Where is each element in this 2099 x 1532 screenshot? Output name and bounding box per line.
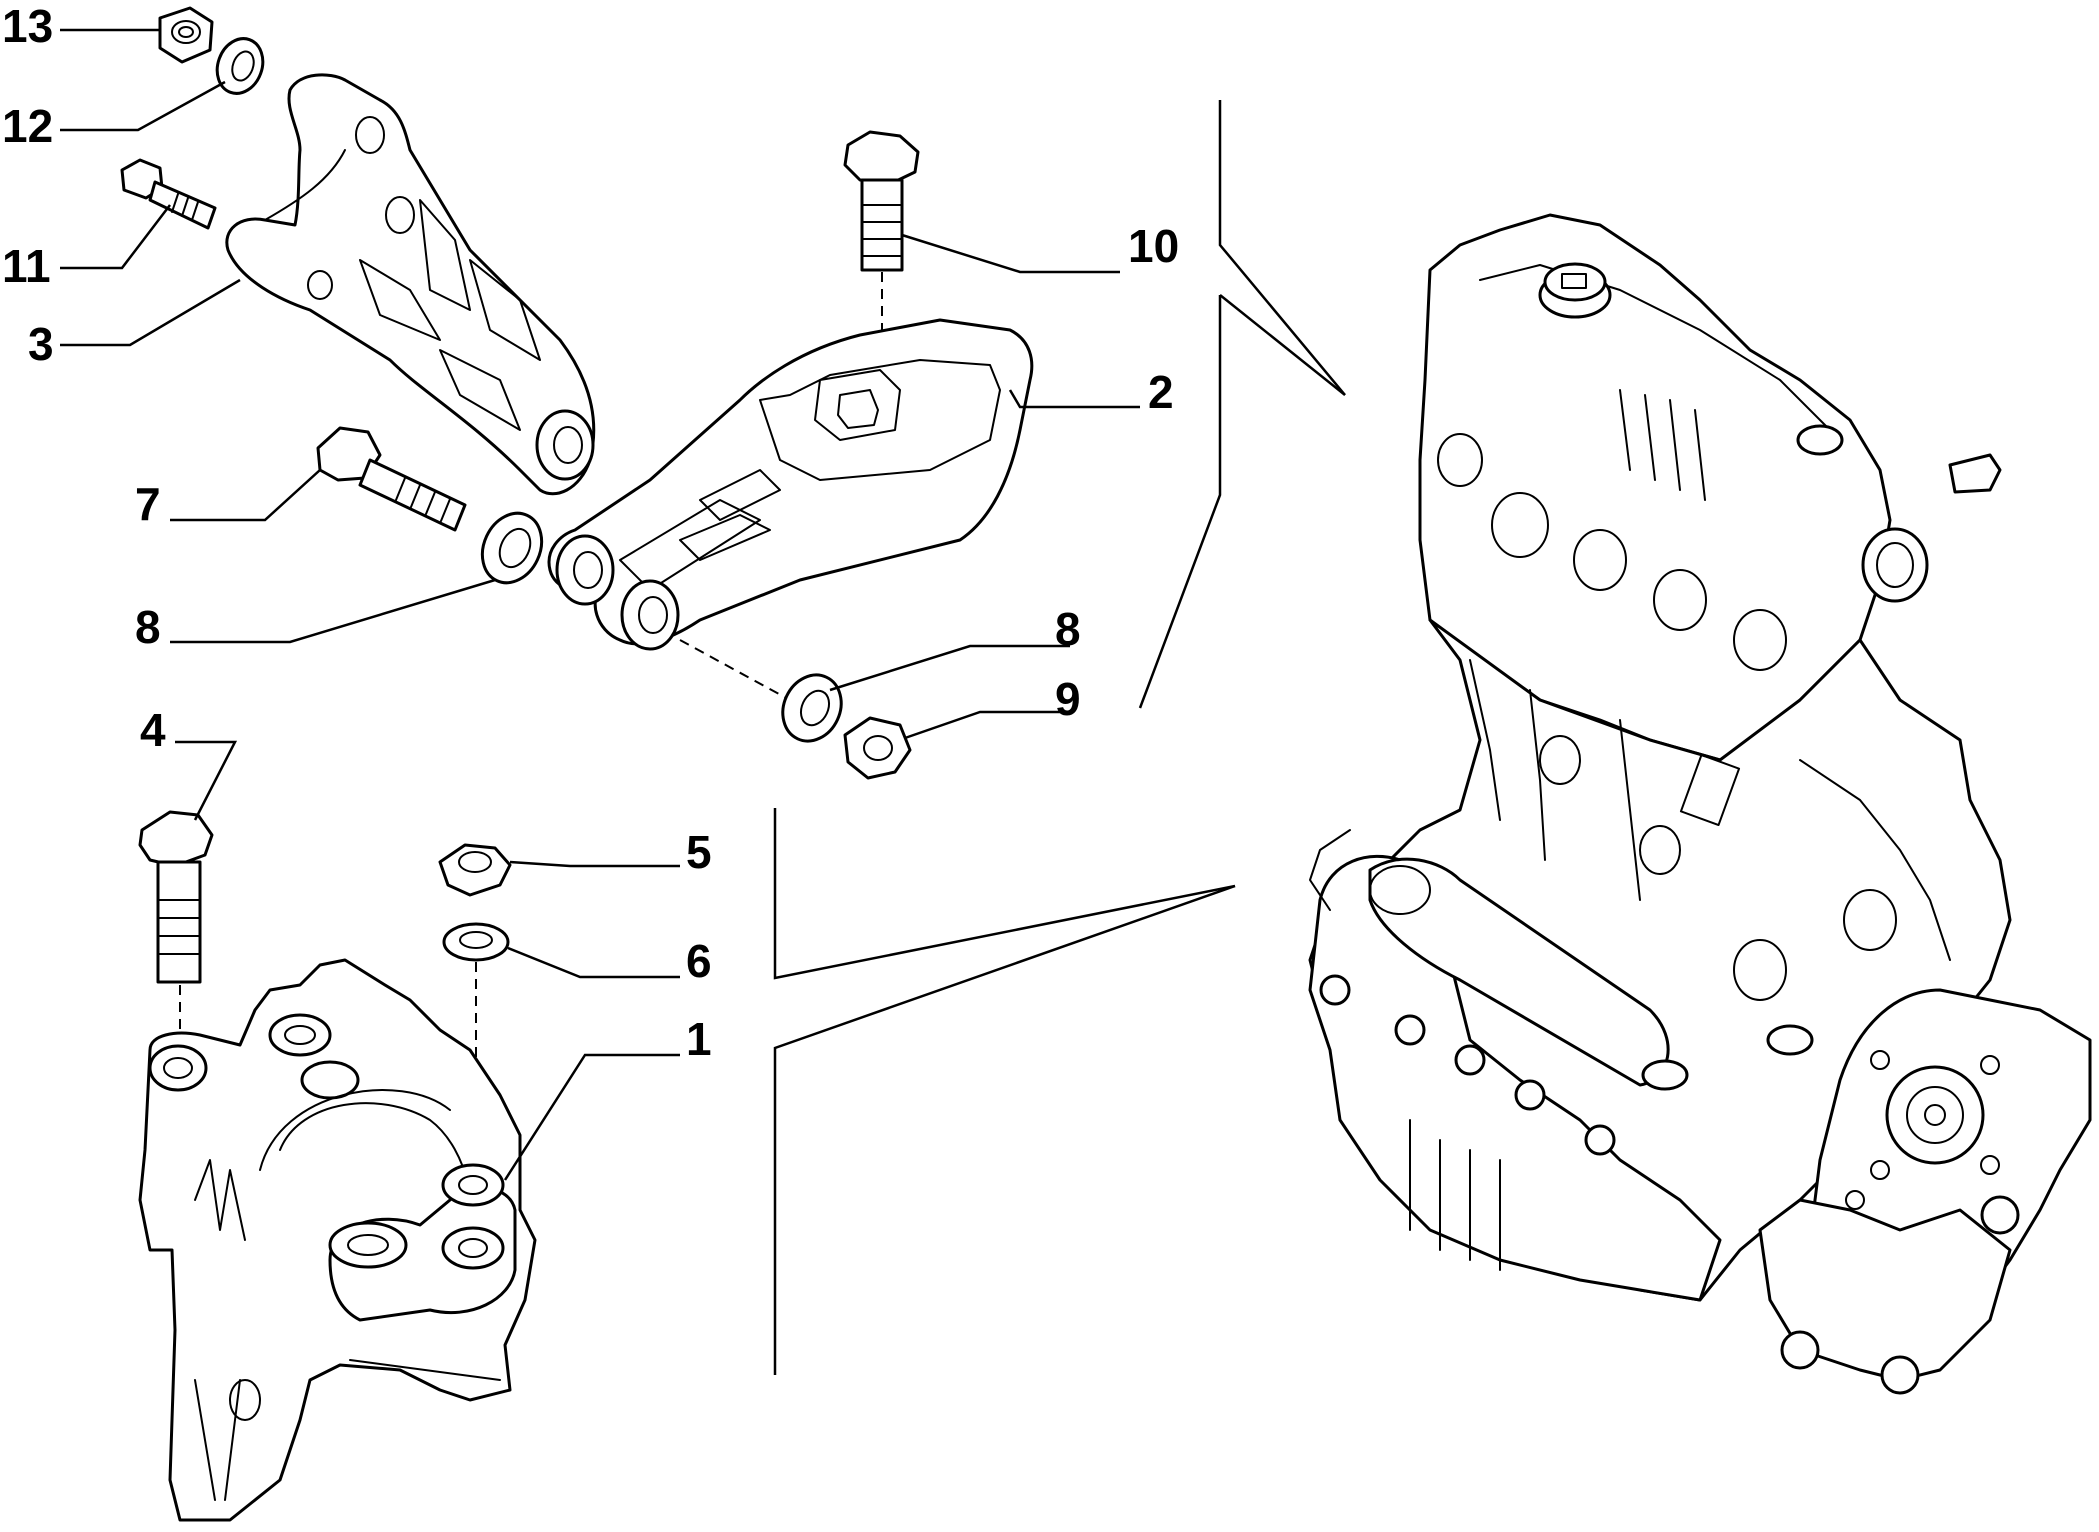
part-3-upper-bracket bbox=[225, 73, 596, 496]
callout-2: 2 bbox=[1148, 366, 1174, 418]
part-7-bolt bbox=[316, 426, 467, 532]
leader-lines bbox=[60, 28, 1140, 1181]
callout-5: 5 bbox=[686, 826, 712, 878]
callout-1: 1 bbox=[686, 1013, 712, 1065]
part-4-bolt bbox=[138, 810, 214, 1040]
callout-7: 7 bbox=[135, 478, 161, 530]
reference-lines bbox=[773, 100, 1346, 1375]
part-8b-washer bbox=[781, 673, 843, 743]
part-1-engine-mount bbox=[138, 958, 537, 1522]
callout-8a: 8 bbox=[135, 601, 161, 653]
callout-8b: 8 bbox=[1055, 603, 1081, 655]
callout-9: 9 bbox=[1055, 673, 1081, 725]
callout-labels: 13 12 11 3 10 2 7 8 8 9 4 5 6 1 bbox=[2, 0, 1179, 1065]
part-2-torque-rod bbox=[547, 318, 1034, 701]
callout-4: 4 bbox=[140, 704, 166, 756]
callout-10: 10 bbox=[1128, 220, 1179, 272]
part-10-bolt bbox=[843, 130, 920, 330]
part-6-washer bbox=[442, 922, 510, 1120]
callout-12: 12 bbox=[2, 100, 53, 152]
part-13-nut bbox=[158, 6, 214, 64]
callout-11: 11 bbox=[2, 240, 51, 292]
callout-6: 6 bbox=[686, 935, 712, 987]
callout-13: 13 bbox=[2, 0, 53, 52]
part-8a-washer bbox=[480, 511, 544, 585]
callout-3: 3 bbox=[28, 318, 54, 370]
engine-block bbox=[1308, 213, 2092, 1395]
part-9-nut bbox=[843, 716, 912, 780]
part-12-washer bbox=[215, 37, 265, 95]
part-11-bolt bbox=[120, 158, 217, 230]
part-5-nut bbox=[438, 843, 512, 897]
